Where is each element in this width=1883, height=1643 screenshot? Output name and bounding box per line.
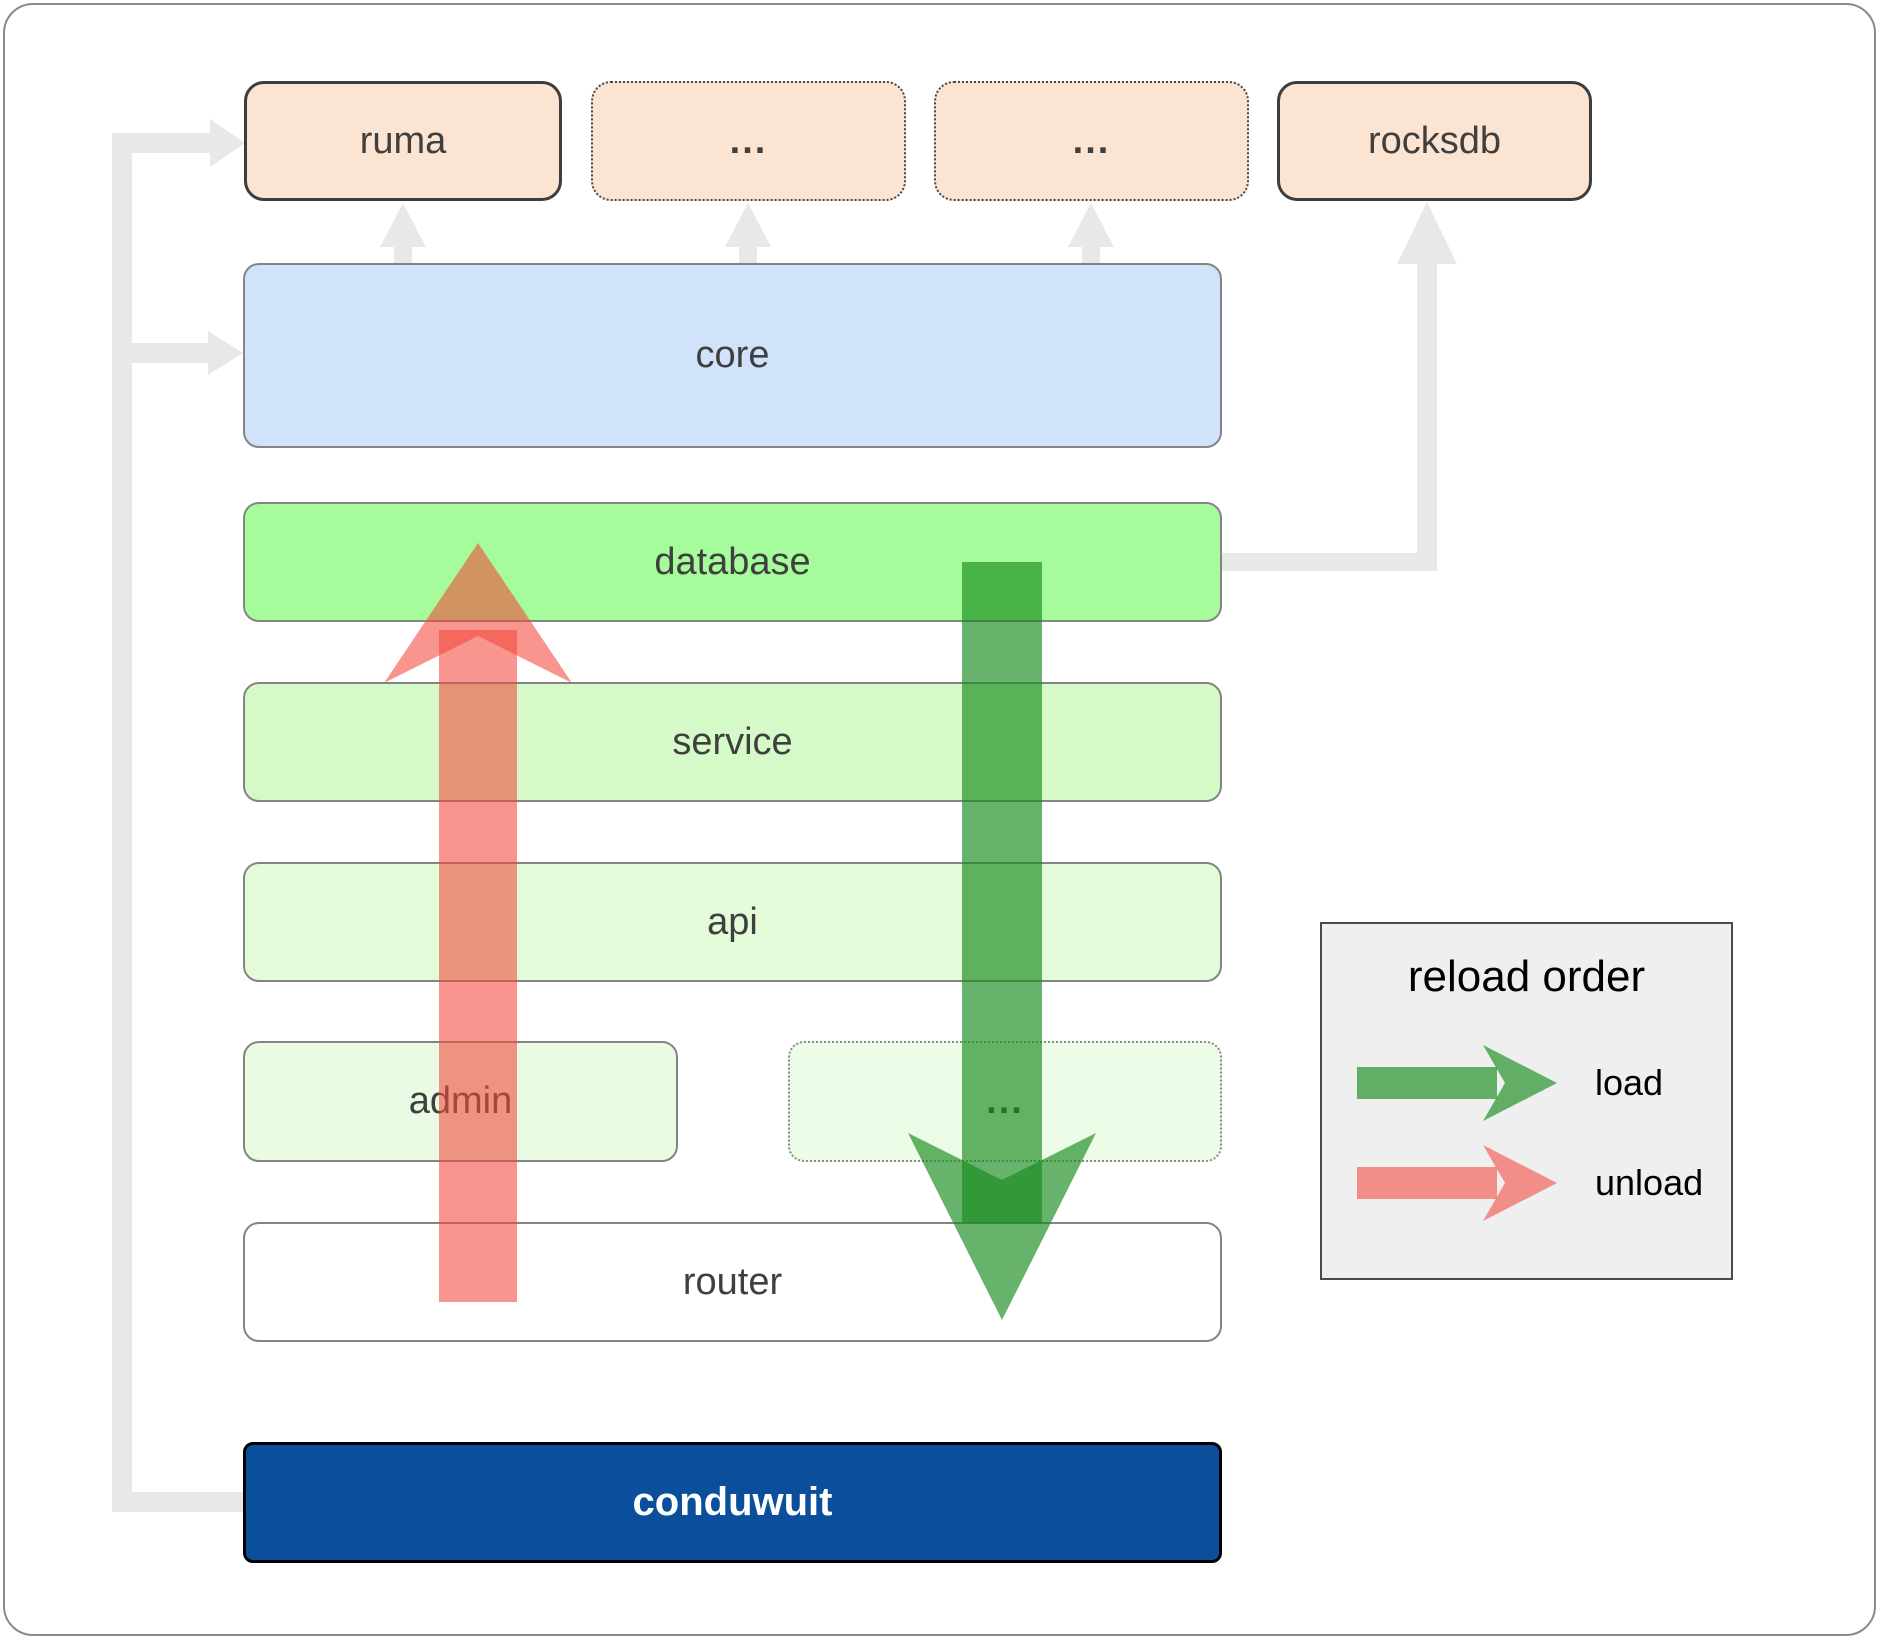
box-conduwuit[interactable]: conduwuit [243,1442,1222,1563]
arrowhead-to-core-icon [208,331,243,375]
core-up-arrowhead-icon [725,203,771,247]
box-api[interactable]: api [243,862,1222,982]
legend-unload-arrow [1357,1145,1557,1221]
box-rocksdb-label: rocksdb [1367,119,1502,162]
load-arrow [908,562,1096,1320]
load-arrowhead-icon [908,1133,1096,1320]
box-service[interactable]: service [243,682,1222,802]
box-core[interactable]: core [243,263,1222,448]
box-rocksdb[interactable]: rocksdb [1277,81,1592,201]
box-service-label: service [672,720,793,763]
legend: reload order load unload [1320,922,1733,1280]
unload-arrow-shaft [439,630,517,1302]
legend-title: reload order [1407,952,1646,1001]
legend-load-arrowhead-icon [1483,1045,1557,1121]
unload-arrowhead-icon [384,543,572,683]
branch-to-ruma [112,133,212,153]
core-up-arrowhead-icon [380,203,426,247]
legend-load-label: load [1595,1062,1664,1103]
legend-unload-arrow-shaft [1357,1167,1497,1199]
unload-arrow [384,543,572,1302]
database-rocksdb-vertical [1417,258,1437,571]
box-conduwuit-label: conduwuit [632,1480,833,1524]
branch-from-conduwuit [112,1492,243,1512]
box-ellipsis-2-label: ... [1072,119,1111,162]
branch-to-core [112,343,210,363]
box-ruma[interactable]: ruma [244,81,562,201]
arrowhead-to-ruma-icon [210,119,245,167]
box-router-label: router [682,1260,783,1303]
core-up-arrowhead-icon [1068,203,1114,247]
legend-unload-arrowhead-icon [1483,1145,1557,1221]
arrowhead-to-rocksdb-icon [1397,202,1457,264]
box-database-label: database [654,540,811,583]
box-ellipsis-2[interactable]: ... [934,81,1249,201]
box-api-label: api [707,900,758,943]
trunk-line [112,133,132,1512]
box-core-label: core [695,334,770,376]
legend-load-arrow [1357,1045,1557,1121]
box-ellipsis-1[interactable]: ... [591,81,906,201]
box-database[interactable]: database [243,502,1222,622]
database-rocksdb-horizontal [1222,553,1437,571]
box-ruma-label: ruma [359,119,447,162]
box-router[interactable]: router [243,1222,1222,1342]
box-ellipsis-1-label: ... [729,119,768,162]
legend-load-arrow-shaft [1357,1067,1497,1099]
diagram-outer-frame [3,3,1876,1636]
legend-unload-label: unload [1595,1162,1704,1203]
load-arrow-shaft [962,562,1042,1223]
